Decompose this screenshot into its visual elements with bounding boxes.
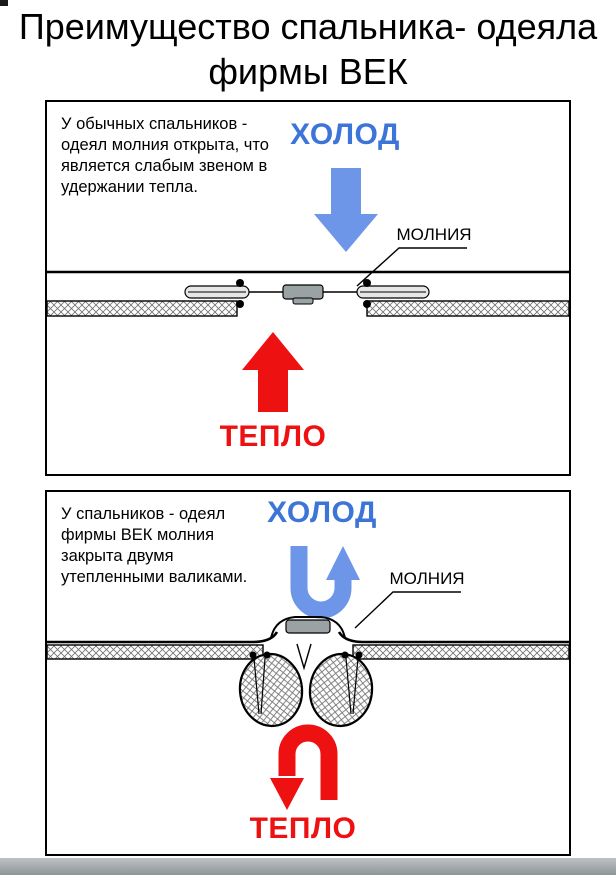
zipper-tape-notch	[296, 643, 312, 671]
panel-ordinary-description: У обычных спальников - одеял молния откр…	[61, 115, 269, 196]
cold-label: ХОЛОД	[290, 118, 400, 151]
panel-vek-description: У спальников - одеял фирмы ВЕК молния за…	[61, 505, 248, 586]
page-title-line1: Преимущество спальника- одеяла	[18, 6, 598, 47]
blanket-cross-section-closed	[47, 616, 569, 728]
warm-label: ТЕПЛО	[219, 420, 327, 453]
stitch-dot	[249, 651, 257, 659]
zipper-callout-line	[354, 591, 461, 629]
zipper-dome	[270, 616, 346, 639]
cold-down-arrow-shape	[314, 168, 378, 252]
page-title-line2: фирмы ВЕК	[208, 51, 408, 92]
stitch-line	[352, 657, 359, 715]
callout-polyline	[356, 247, 467, 287]
warm-uturn-arrow-head	[270, 778, 304, 810]
stitch-dot	[341, 651, 349, 659]
zipper-slider-body	[282, 284, 324, 300]
insulated-roller-right	[308, 652, 374, 728]
stitch-dot	[263, 651, 271, 659]
insulation-band-right	[366, 300, 569, 317]
fabric-flap-right	[356, 285, 430, 299]
page-title: Преимущество спальника- одеяла фирмы ВЕК	[0, 4, 616, 94]
zipper-callout-line	[356, 247, 467, 287]
cold-label: ХОЛОД	[267, 496, 377, 529]
warm-label: ТЕПЛО	[249, 812, 357, 845]
warm-uturn-arrow-icon	[270, 724, 338, 810]
cold-down-arrow-icon	[314, 168, 378, 252]
cold-uturn-arrow-icon	[290, 546, 360, 619]
zipper-label: МОЛНИЯ	[389, 569, 465, 588]
scan-artifact-bottom-strip	[0, 858, 616, 875]
callout-polyline	[354, 591, 461, 629]
stitch-dot	[363, 279, 371, 287]
warm-up-arrow-icon	[242, 332, 304, 412]
panel-vek-sleeping-bag: У спальников - одеял фирмы ВЕК молния за…	[45, 490, 571, 856]
top-fabric-line-right	[337, 631, 569, 644]
insulated-roller-left	[238, 652, 304, 728]
fabric-flap-left	[184, 285, 250, 299]
stitch-dot	[363, 300, 371, 308]
insulation-band-right	[352, 644, 569, 660]
stitch-line	[253, 657, 260, 715]
zipper-slider-body	[285, 619, 331, 634]
warm-uturn-arrow-stroke	[278, 724, 338, 800]
panel-ordinary-sleeping-bag: У обычных спальников - одеял молния откр…	[45, 100, 571, 476]
insulation-band-left	[47, 300, 238, 317]
top-fabric-line-left	[47, 631, 279, 644]
stitch-dot	[236, 279, 244, 287]
insulation-band-left	[47, 644, 264, 660]
warm-up-arrow-shape	[242, 332, 304, 412]
scan-artifact-corner	[0, 0, 8, 6]
zipper-label: МОЛНИЯ	[396, 225, 472, 244]
zipper-slider	[285, 619, 331, 634]
stitch-dot	[236, 300, 244, 308]
zipper-slider-pull	[292, 297, 314, 305]
stitch-dot	[355, 651, 363, 659]
blanket-cross-section-open	[47, 270, 569, 317]
cold-uturn-arrow-stroke	[290, 546, 352, 619]
stitch-line	[260, 657, 266, 715]
stitch-line	[345, 657, 352, 715]
cold-uturn-arrow-head	[326, 546, 360, 580]
zipper-slider	[282, 284, 324, 305]
